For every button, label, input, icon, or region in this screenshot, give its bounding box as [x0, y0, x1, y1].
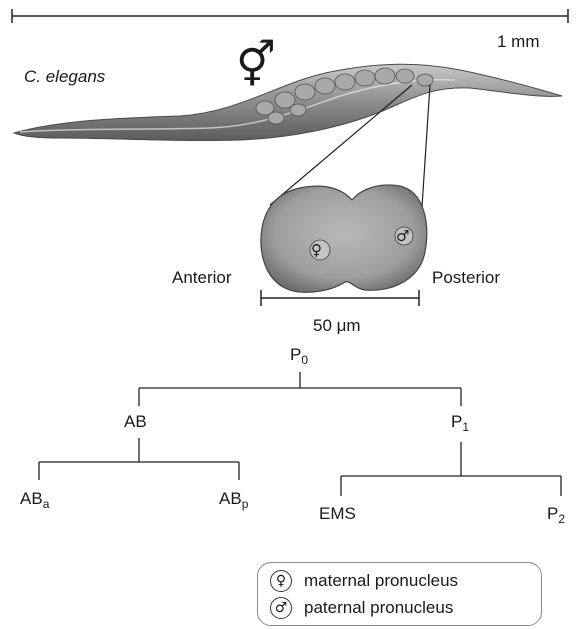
- node-p2: P2: [547, 504, 565, 524]
- legend-maternal-text: maternal pronucleus: [304, 571, 458, 591]
- node-p0: P0: [290, 345, 308, 365]
- paternal-pronucleus-icon: ♂: [270, 597, 292, 619]
- maternal-symbol-icon: ♀: [311, 240, 322, 260]
- node-ab: AB: [124, 412, 147, 432]
- scale-bar-1mm: [12, 9, 568, 23]
- node-abp: ABp: [219, 489, 248, 509]
- legend-paternal-text: paternal pronucleus: [304, 598, 453, 618]
- scale-label-1mm: 1 mm: [497, 32, 540, 52]
- legend-item-maternal: ♀ maternal pronucleus: [270, 569, 458, 593]
- scale-label-50um: 50 μm: [313, 316, 361, 336]
- hermaphrodite-icon: ⚥: [236, 43, 276, 89]
- scale-bar-50um: [261, 290, 419, 306]
- legend: ♀ maternal pronucleus ♂ paternal pronucl…: [257, 562, 542, 626]
- legend-item-paternal: ♂ paternal pronucleus: [270, 596, 453, 620]
- lineage-tree-lines: [39, 372, 561, 496]
- node-aba: ABa: [20, 489, 49, 509]
- node-p1: P1: [451, 412, 469, 432]
- posterior-label: Posterior: [432, 268, 500, 288]
- anterior-label: Anterior: [172, 268, 232, 288]
- species-label: C. elegans: [24, 67, 105, 87]
- maternal-pronucleus-icon: ♀: [270, 570, 292, 592]
- node-ems: EMS: [319, 504, 356, 524]
- paternal-symbol-icon: ♂: [396, 226, 409, 246]
